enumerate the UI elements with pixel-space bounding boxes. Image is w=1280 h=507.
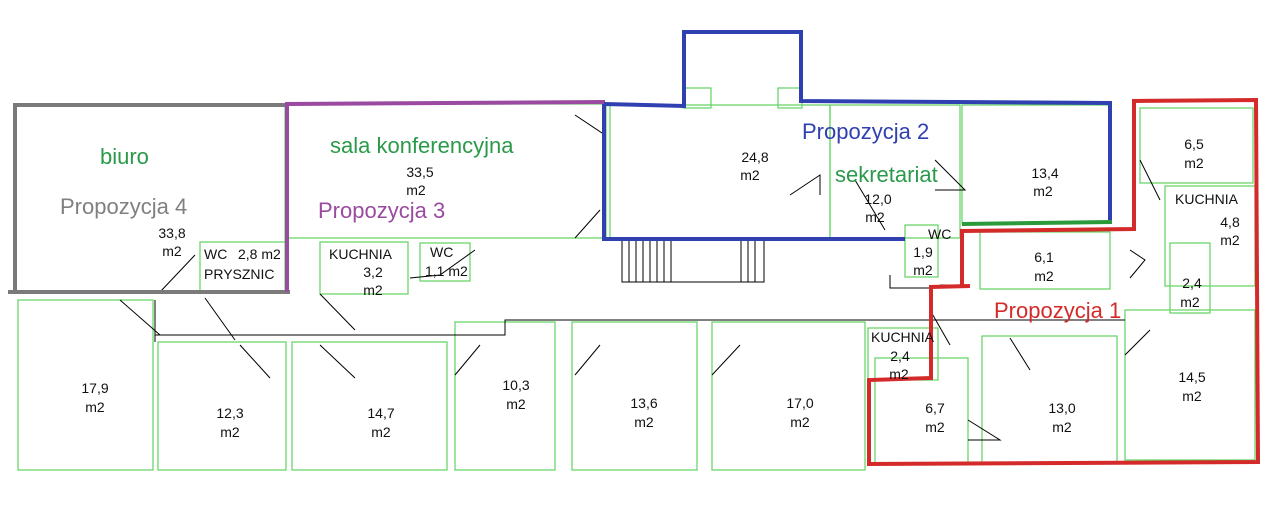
area-unit: m2 bbox=[406, 182, 426, 198]
area-value: 4,8 bbox=[1220, 214, 1240, 230]
area-value: 1,1 m2 bbox=[425, 263, 468, 279]
room-name: KUCHNIA bbox=[1175, 191, 1239, 207]
proposal-2-label: Propozycja 2 bbox=[802, 119, 929, 144]
proposal-3-outline bbox=[285, 100, 606, 292]
area-value: 10,3 bbox=[502, 377, 529, 393]
area-unit: m2 bbox=[1034, 268, 1054, 284]
area-value: 17,9 bbox=[81, 380, 108, 396]
proposal-2-outline bbox=[602, 30, 1112, 241]
area-value: 33,5 bbox=[406, 164, 433, 180]
area-value: 12,0 bbox=[864, 191, 891, 207]
room-name-sekretariat: sekretariat bbox=[835, 162, 938, 187]
area-value: 2,4 bbox=[890, 348, 910, 364]
room-name-biuro: biuro bbox=[100, 144, 149, 169]
area-value: 14,5 bbox=[1178, 369, 1205, 385]
area-unit: m2 bbox=[85, 399, 105, 415]
area-value: 2,4 bbox=[1182, 275, 1202, 291]
room-labels: 33,8 m2 33,5 m2 WC 2,8 m2 PRYSZNIC KUCHN… bbox=[81, 136, 1240, 440]
area-unit: m2 bbox=[634, 414, 654, 430]
area-value: 24,8 bbox=[741, 149, 768, 165]
area-value: 17,0 bbox=[786, 395, 813, 411]
area-unit: m2 bbox=[371, 424, 391, 440]
area-unit: m2 bbox=[1033, 183, 1053, 199]
area-unit: m2 bbox=[1180, 294, 1200, 310]
room-name: WC bbox=[928, 226, 951, 242]
proposal-4-label: Propozycja 4 bbox=[60, 194, 187, 219]
area-unit: m2 bbox=[506, 396, 526, 412]
area-unit: m2 bbox=[220, 424, 240, 440]
room-name: PRYSZNIC bbox=[204, 266, 275, 282]
area-unit: m2 bbox=[889, 366, 909, 382]
area-value: 13,4 bbox=[1031, 165, 1058, 181]
area-value: 1,9 bbox=[913, 244, 933, 260]
area-unit: m2 bbox=[1220, 232, 1240, 248]
proposal-1-label: Propozycja 1 bbox=[994, 298, 1121, 323]
area-unit: m2 bbox=[925, 419, 945, 435]
area-unit: m2 bbox=[162, 243, 182, 259]
room-outlines bbox=[14, 87, 1256, 471]
area-value: 13,0 bbox=[1048, 400, 1075, 416]
area-value: 6,1 bbox=[1034, 249, 1054, 265]
room-name-sala-konferencyjna: sala konferencyjna bbox=[330, 133, 514, 158]
stairs bbox=[621, 239, 765, 283]
proposal-1-outline bbox=[867, 97, 1261, 467]
proposal-4-outline bbox=[8, 103, 290, 294]
proposal-2-divider bbox=[961, 220, 1113, 226]
area-value: 14,7 bbox=[367, 405, 394, 421]
area-unit: m2 bbox=[740, 167, 760, 183]
room-name: WC bbox=[204, 246, 227, 262]
area-value: 12,3 bbox=[216, 405, 243, 421]
room-name: KUCHNIA bbox=[329, 246, 393, 262]
area-unit: m2 bbox=[790, 414, 810, 430]
proposal-3-label: Propozycja 3 bbox=[318, 198, 445, 223]
area-unit: m2 bbox=[913, 262, 933, 278]
area-unit: m2 bbox=[1182, 388, 1202, 404]
area-unit: m2 bbox=[363, 282, 383, 298]
area-value: 6,5 bbox=[1184, 136, 1204, 152]
room-name: WC bbox=[430, 244, 453, 260]
area-value: 6,7 bbox=[925, 400, 945, 416]
area-unit: m2 bbox=[1184, 155, 1204, 171]
room-name: KUCHNIA bbox=[871, 329, 935, 345]
area-value: 2,8 m2 bbox=[238, 246, 281, 262]
area-unit: m2 bbox=[865, 209, 885, 225]
walls-and-doors bbox=[119, 114, 1161, 441]
area-value: 3,2 bbox=[363, 264, 383, 280]
area-value: 33,8 bbox=[158, 225, 185, 241]
area-value: 13,6 bbox=[630, 395, 657, 411]
area-unit: m2 bbox=[1052, 419, 1072, 435]
